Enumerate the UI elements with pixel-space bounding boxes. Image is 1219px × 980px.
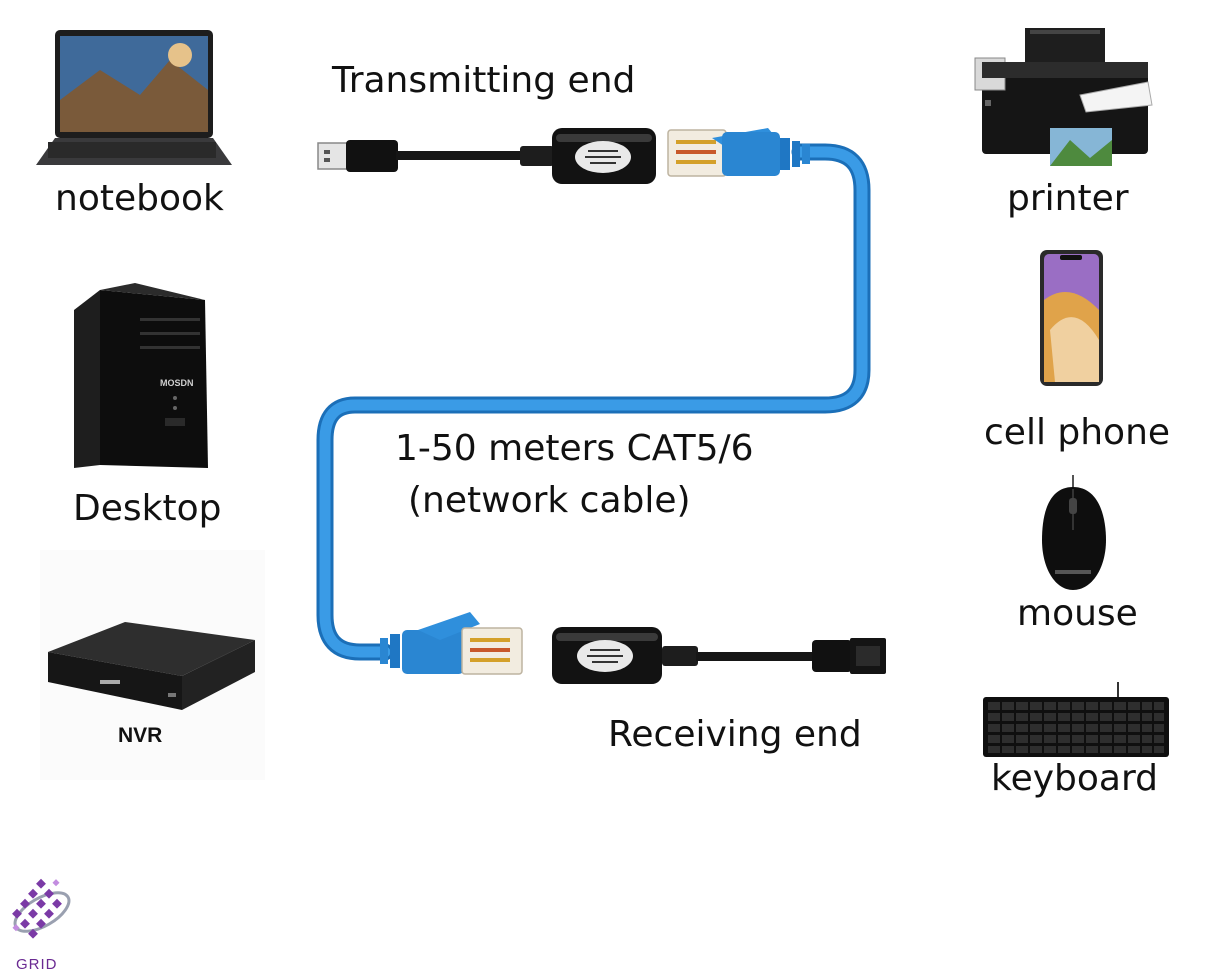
usb-a-female-socket bbox=[662, 638, 886, 674]
cable-type-label: (network cable) bbox=[408, 480, 691, 521]
rj45-plug-receiving bbox=[380, 612, 523, 675]
keyboard-icon bbox=[983, 682, 1169, 757]
desktop-label: Desktop bbox=[73, 488, 222, 529]
usb-a-male-plug bbox=[317, 140, 554, 172]
cell-phone-icon bbox=[1040, 250, 1103, 386]
transmitting-end-label: Transmitting end bbox=[332, 60, 636, 101]
printer-icon bbox=[974, 28, 1153, 166]
printer-label: printer bbox=[1007, 178, 1129, 219]
mouse-icon bbox=[1042, 475, 1106, 590]
grid-logo: GRID bbox=[12, 878, 71, 973]
network-cable bbox=[316, 143, 871, 661]
logo-text: GRID bbox=[16, 956, 58, 973]
rj45-plug-transmitting bbox=[667, 128, 810, 177]
nvr-label: NVR bbox=[118, 724, 163, 747]
cell-phone-label: cell phone bbox=[984, 412, 1171, 453]
keyboard-label: keyboard bbox=[991, 758, 1158, 799]
receiving-end-label: Receiving end bbox=[608, 714, 862, 755]
mouse-label: mouse bbox=[1017, 593, 1138, 634]
notebook-label: notebook bbox=[55, 178, 224, 219]
cable-length-label: 1-50 meters CAT5/6 bbox=[395, 428, 754, 469]
notebook-icon bbox=[36, 30, 232, 165]
desktop-tower-icon bbox=[74, 283, 208, 468]
nvr-icon bbox=[48, 622, 255, 710]
receiving-adapter bbox=[552, 627, 662, 684]
transmitting-adapter bbox=[552, 128, 656, 184]
desktop-brand-label: MOSDN bbox=[160, 378, 194, 388]
